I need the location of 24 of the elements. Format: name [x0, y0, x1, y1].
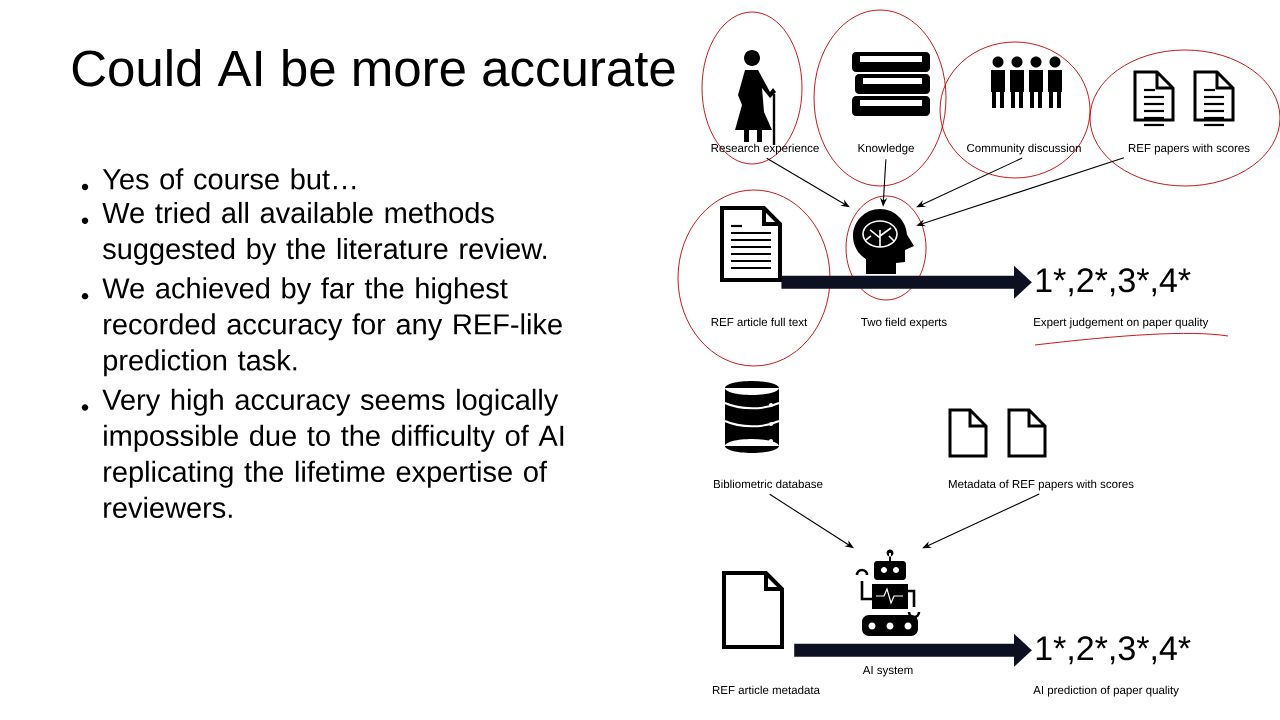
- node-label: Research experience: [711, 143, 819, 155]
- node-label: Expert judgement on paper quality: [1034, 317, 1209, 329]
- node-label: Two field experts: [861, 317, 947, 329]
- title: Could AI be more accurate: [72, 49, 675, 87]
- arrow: [766, 157, 850, 208]
- arrow: [916, 157, 1023, 208]
- node-label: Community discussion: [967, 143, 1081, 155]
- node-label: Metadata of REF papers with scores: [948, 479, 1134, 491]
- node-label: Knowledge: [858, 143, 914, 155]
- bullet-item: Very high accuracy seems logically impossible due to the difficulty of AI replicating the lifetime expertise of reviewers.: [81, 388, 564, 519]
- node-label: AI system: [862, 666, 913, 677]
- node-label: AI prediction of paper quality: [1033, 685, 1179, 697]
- score-scale: 1*,2*,3*,4*: [1036, 636, 1191, 665]
- node-label: Bibliometric database: [713, 479, 823, 489]
- robot-icon: [855, 549, 921, 636]
- brain-head-icon: [853, 209, 914, 274]
- score-scale: 1*,2*,3*,4*: [1036, 268, 1191, 297]
- node-label: REF article metadata: [712, 685, 820, 695]
- node-label: REF papers with scores: [1128, 143, 1250, 155]
- arrow: [922, 493, 1040, 549]
- bullet-item: We tried all available methods suggested by the literature review.: [81, 201, 547, 265]
- bullet-item: Yes of course but…: [81, 168, 356, 191]
- bullet-item: We achieved by far the highest recorded accuracy for any REF-like prediction task.: [81, 277, 562, 377]
- node-label: REF article full text: [711, 317, 808, 327]
